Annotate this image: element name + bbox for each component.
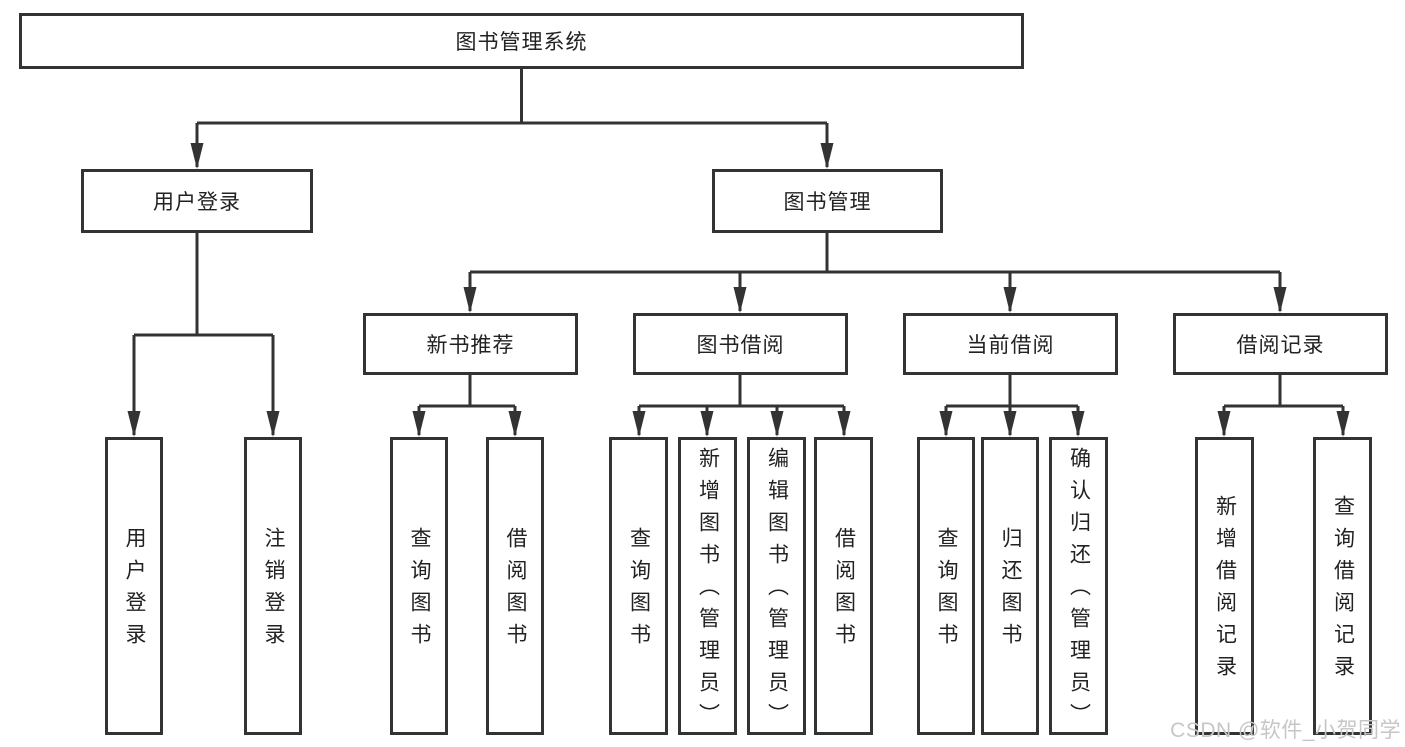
- node-rec-borrow-books: 借阅图书: [486, 437, 544, 735]
- node-current-confirm-return-admin: 确认归还（管理员）: [1049, 437, 1108, 735]
- node-book-management: 图书管理: [712, 169, 943, 233]
- node-records-query-record: 查询借阅记录: [1313, 437, 1372, 735]
- watermark: CSDN @软件_小贺同学: [1170, 719, 1401, 742]
- node-records-add-record: 新增借阅记录: [1195, 437, 1254, 735]
- node-borrow-edit-books-admin: 编辑图书（管理员）: [747, 437, 806, 735]
- node-rec-query-books: 查询图书: [390, 437, 448, 735]
- node-current-return-books: 归还图书: [981, 437, 1039, 735]
- node-new-book-recommend: 新书推荐: [363, 313, 578, 375]
- node-current-borrowing: 当前借阅: [903, 313, 1118, 375]
- node-library-management-system: 图书管理系统: [19, 13, 1024, 69]
- node-borrow-add-books-admin: 新增图书（管理员）: [678, 437, 737, 735]
- node-borrow-query-books: 查询图书: [609, 437, 668, 735]
- node-logout-action: 注销登录: [244, 437, 302, 735]
- node-borrow-borrow-books: 借阅图书: [814, 437, 873, 735]
- node-current-query-books: 查询图书: [917, 437, 975, 735]
- node-book-borrowing: 图书借阅: [633, 313, 848, 375]
- node-user-login: 用户登录: [81, 169, 313, 233]
- node-borrowing-records: 借阅记录: [1173, 313, 1388, 375]
- node-user-login-action: 用户登录: [105, 437, 163, 735]
- arrowhead-icons: [127, 143, 1350, 437]
